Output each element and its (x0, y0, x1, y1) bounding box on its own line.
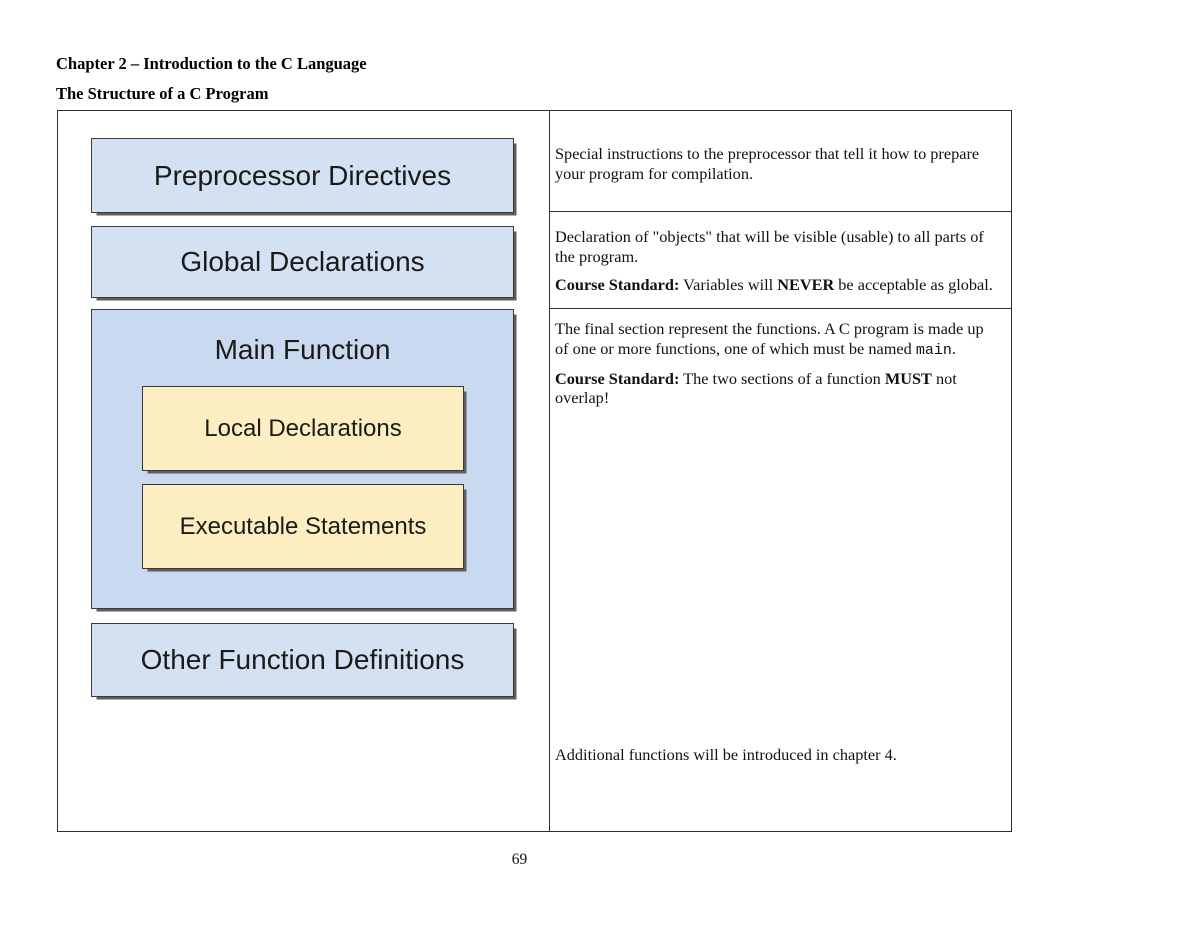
functions-note-text: The final section represent the function… (555, 319, 1000, 360)
preprocessor-directives-box: Preprocessor Directives (91, 138, 514, 213)
local-declarations-box: Local Declarations (142, 386, 464, 471)
global-declarations-label: Global Declarations (180, 246, 425, 277)
global-note-cell: Declaration of "objects" that will be vi… (550, 212, 1011, 309)
chapter-heading: Chapter 2 – Introduction to the C Langua… (56, 54, 367, 73)
functions-course-standard: Course Standard: The two sections of a f… (555, 369, 1000, 408)
functions-note-cell: The final section represent the function… (550, 309, 1011, 831)
functions-note-period: . (951, 338, 956, 358)
global-course-standard: Course Standard: Variables will NEVER be… (555, 275, 1000, 295)
other-function-definitions-label: Other Function Definitions (140, 644, 465, 675)
preprocessor-note-cell: Special instructions to the preprocessor… (550, 111, 1011, 212)
main-function-box: Main Function Local Declarations Executa… (91, 309, 514, 609)
diagram-column: Preprocessor Directives Global Declarati… (58, 111, 549, 831)
page-number: 69 (511, 851, 528, 868)
course-standard-text: The two sections of a function (679, 368, 885, 388)
must-emphasis: MUST (884, 368, 932, 388)
course-standard-label: Course Standard: (555, 274, 680, 294)
notes-column: Special instructions to the preprocessor… (549, 111, 1011, 831)
main-identifier: main (915, 341, 952, 359)
local-declarations-label: Local Declarations (204, 414, 402, 442)
never-emphasis: NEVER (777, 274, 835, 294)
preprocessor-note-text: Special instructions to the preprocessor… (555, 144, 980, 183)
course-standard-text: Variables will (679, 274, 778, 294)
course-standard-label: Course Standard: (555, 368, 680, 388)
main-function-label: Main Function (214, 334, 391, 365)
other-function-definitions-box: Other Function Definitions (91, 623, 514, 697)
course-standard-text-tail: be acceptable as global. (834, 274, 993, 294)
preprocessor-directives-label: Preprocessor Directives (153, 159, 452, 191)
course-standard-text-tail: not overlap! (555, 368, 957, 408)
executable-statements-label: Executable Statements (179, 512, 427, 540)
global-declarations-box: Global Declarations (91, 226, 514, 298)
executable-statements-box: Executable Statements (142, 484, 464, 569)
global-note-text: Declaration of "objects" that will be vi… (555, 227, 984, 266)
additional-functions-note: Additional functions will be introduced … (555, 745, 897, 764)
structure-table: Preprocessor Directives Global Declarati… (57, 110, 1012, 832)
section-heading: The Structure of a C Program (56, 84, 269, 103)
functions-note-lead: The final section represent the function… (555, 319, 984, 358)
